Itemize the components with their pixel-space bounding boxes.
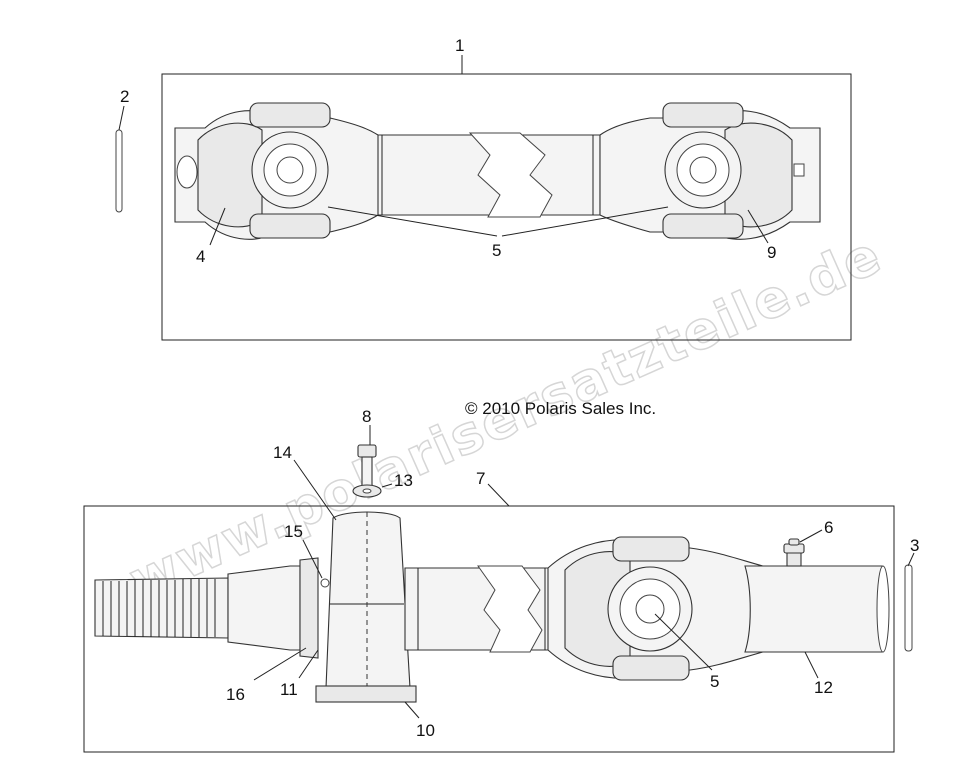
callout-10: 10 [416,721,435,740]
lower-u-joint [607,536,693,681]
callout-1: 1 [455,36,464,55]
callout-13: 13 [394,471,413,490]
callout-15: 15 [284,522,303,541]
retaining-ring [320,578,330,588]
callout-3: 3 [910,536,919,555]
callout-2: 2 [120,87,129,106]
splined-stub-shaft [94,557,319,659]
washer [352,484,382,498]
callout-5-lower: 5 [710,672,719,691]
callout-8: 8 [362,407,371,426]
center-bearing-housing [315,511,417,703]
callout-4: 4 [196,247,205,266]
lower-assembly-frame [83,505,895,753]
callout-14: 14 [273,443,292,462]
upper-right-u-joint [662,102,744,239]
snap-ring-right [904,564,913,652]
callout-7: 7 [476,469,485,488]
callout-9: 9 [767,243,776,262]
upper-assembly-frame [161,73,852,341]
copyright-text: © 2010 Polaris Sales Inc. [465,399,656,418]
callout-12: 12 [814,678,833,697]
callout-5-upper: 5 [492,241,501,260]
snap-ring-left [115,129,123,213]
slip-yoke-tube [744,565,890,653]
upper-left-u-joint [249,102,331,239]
upper-shaft-tube [374,132,601,218]
grease-fitting [783,538,805,567]
callout-6: 6 [824,518,833,537]
watermark-text: www.polarisersatzteile.de [121,225,891,612]
bolt [357,444,377,488]
lower-shaft-tube [404,565,551,653]
callout-11: 11 [280,680,298,699]
callout-16: 16 [226,685,245,704]
